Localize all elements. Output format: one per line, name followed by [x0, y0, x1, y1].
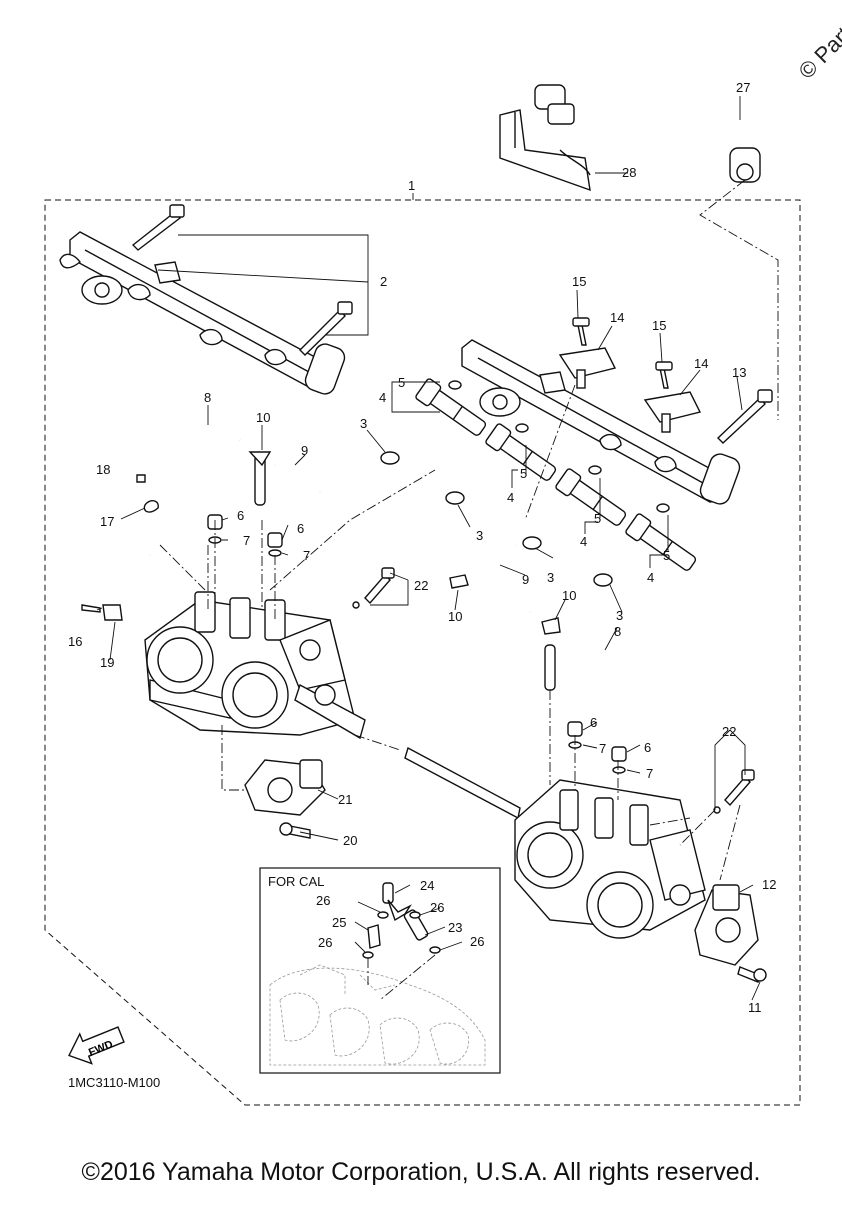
callout-6: 6 — [644, 740, 651, 755]
callout-7: 7 — [599, 741, 606, 756]
throttle-body-left — [144, 591, 366, 740]
fuel-injectors — [380, 378, 697, 587]
callout-27: 27 — [736, 80, 750, 95]
callout-8: 8 — [614, 624, 621, 639]
fuel-rail-left — [59, 204, 353, 395]
callout-6: 6 — [297, 521, 304, 536]
callout-11: 11 — [748, 1000, 762, 1015]
fwd-arrow — [68, 1026, 125, 1065]
copyright-notice: ©2016 Yamaha Motor Corporation, U.S.A. A… — [81, 1158, 761, 1186]
callout-9: 9 — [301, 443, 308, 458]
for-cal-inset — [259, 867, 501, 1074]
callout-6: 6 — [590, 715, 597, 730]
callout-5: 5 — [398, 375, 405, 390]
callout-3: 3 — [360, 416, 367, 431]
throttle-position-sensor-right — [694, 884, 767, 983]
callout-10: 10 — [256, 410, 270, 425]
callout-20: 20 — [343, 833, 357, 848]
callout-19: 19 — [100, 655, 114, 670]
callout-4: 4 — [507, 490, 514, 505]
callout-22: 22 — [722, 724, 736, 739]
callout-labels: 1233334444555566667777889910101011121314… — [68, 80, 776, 1015]
callout-4: 4 — [647, 570, 654, 585]
callout-9: 9 — [522, 572, 529, 587]
callout-7: 7 — [243, 533, 250, 548]
callout-14: 14 — [694, 356, 708, 371]
callout-26: 26 — [430, 900, 444, 915]
callout-22: 22 — [414, 578, 428, 593]
callout-10: 10 — [562, 588, 576, 603]
left-hoses — [81, 426, 322, 621]
callout-3: 3 — [547, 570, 554, 585]
pressure-sensors — [558, 317, 702, 433]
callout-18: 18 — [96, 462, 110, 477]
assembly-boundary — [44, 199, 801, 1106]
fuel-hose-assembly — [499, 64, 761, 192]
diagram-code: 1MC3110-M100 — [68, 1075, 160, 1090]
callout-24: 24 — [420, 878, 434, 893]
callout-5: 5 — [594, 511, 601, 526]
callout-23: 23 — [448, 920, 462, 935]
throttle-shaft — [404, 746, 521, 820]
callout-17: 17 — [100, 514, 114, 529]
right-hoses — [352, 542, 755, 814]
callout-28: 28 — [622, 165, 636, 180]
callout-4: 4 — [580, 534, 587, 549]
callout-2: 2 — [380, 274, 387, 289]
callout-12: 12 — [762, 877, 776, 892]
throttle-position-sensor — [244, 759, 326, 839]
callout-5: 5 — [663, 548, 670, 563]
callout-25: 25 — [332, 915, 346, 930]
callout-13: 13 — [732, 365, 746, 380]
callout-26: 26 — [318, 935, 332, 950]
fuel-rail-right — [461, 339, 773, 505]
callout-5: 5 — [520, 466, 527, 481]
callout-14: 14 — [610, 310, 624, 325]
callout-10: 10 — [448, 609, 462, 624]
inset-title: FOR CAL — [268, 874, 324, 889]
callout-3: 3 — [616, 608, 623, 623]
callout-3: 3 — [476, 528, 483, 543]
callout-26: 26 — [316, 893, 330, 908]
callout-15: 15 — [652, 318, 666, 333]
callout-7: 7 — [646, 766, 653, 781]
callout-26: 26 — [470, 934, 484, 949]
callout-15: 15 — [572, 274, 586, 289]
callout-21: 21 — [338, 792, 352, 807]
callout-16: 16 — [68, 634, 82, 649]
callout-6: 6 — [237, 508, 244, 523]
callout-1: 1 — [408, 178, 415, 193]
callout-4: 4 — [379, 390, 386, 405]
callout-8: 8 — [204, 390, 211, 405]
callout-7: 7 — [303, 548, 310, 563]
leader-lines — [96, 96, 779, 1001]
throttle-body-right — [514, 779, 706, 939]
